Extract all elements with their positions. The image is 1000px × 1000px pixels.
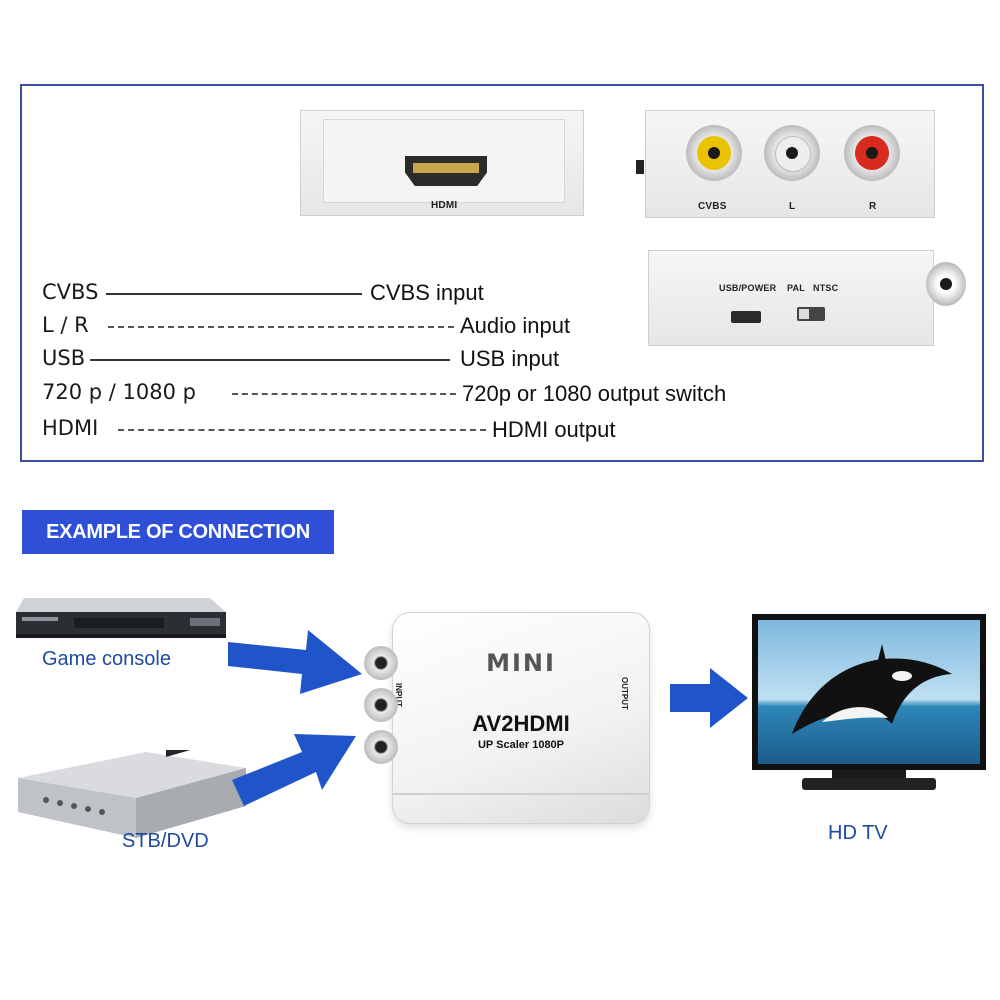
legend-desc-cvbs: CVBS input [370, 280, 484, 305]
pal-label: PAL [787, 283, 805, 293]
legend-desc-resolution: 720p or 1080 output switch [462, 381, 727, 406]
audio-left-jack-label: L [789, 201, 796, 212]
legend-key-audio: L / R [42, 313, 89, 337]
game-console-icon [16, 598, 226, 638]
converter-rca-jack-icon [364, 688, 398, 722]
section-title-banner: EXAMPLE OF CONNECTION [22, 510, 334, 554]
audio-left-jack-icon [764, 125, 820, 181]
legend-key-hdmi: HDMI [42, 416, 99, 440]
audio-right-jack-label: R [869, 201, 877, 212]
stb-dvd-label: STB/DVD [122, 830, 209, 852]
hd-tv-icon [752, 614, 986, 790]
converter-brand: MINI [486, 649, 556, 677]
spec-panel [20, 84, 984, 462]
audio-right-jack-icon [844, 125, 900, 181]
hdmi-side-photo: HDMI [300, 110, 584, 216]
usb-side-photo: USB/POWER PAL NTSC [648, 250, 934, 346]
legend-desc-usb: USB input [460, 346, 560, 371]
game-console-label: Game console [42, 648, 171, 670]
converter-output-label: OUTPUT [620, 677, 629, 710]
hdmi-port-label: HDMI [431, 200, 458, 211]
hdmi-port-icon [405, 156, 487, 186]
av-side-photo: CVBS L R [645, 110, 935, 218]
legend-desc-hdmi: HDMI output [492, 417, 616, 442]
converter-subtitle: UP Scaler 1080P [477, 739, 565, 751]
arrow-right-icon [670, 668, 748, 728]
cvbs-jack-label: CVBS [698, 201, 727, 212]
pal-ntsc-switch [797, 307, 825, 321]
hd-tv-label: HD TV [828, 822, 888, 844]
cvbs-jack-icon [686, 125, 742, 181]
legend-key-usb: USB [42, 346, 86, 370]
arrow-right-icon [228, 630, 362, 694]
usb-port-icon [731, 311, 761, 323]
legend-desc-audio: Audio input [460, 313, 571, 338]
legend-key-cvbs: CVBS [42, 280, 99, 304]
stb-dvd-icon [18, 750, 246, 838]
converter-model: AV2HDMI [472, 711, 570, 736]
converter-rca-jack-icon [364, 730, 398, 764]
av2hdmi-converter: MINI AV2HDMI UP Scaler 1080P INPUT OUTPU… [392, 612, 650, 824]
ntsc-label: NTSC [813, 283, 839, 293]
side-rca-jack-icon [926, 262, 966, 306]
converter-rca-jack-icon [364, 646, 398, 680]
arrow-right-icon [232, 734, 356, 806]
usb-power-label: USB/POWER [719, 283, 777, 293]
legend-key-resolution: 720 p / 1080 p [42, 380, 196, 404]
